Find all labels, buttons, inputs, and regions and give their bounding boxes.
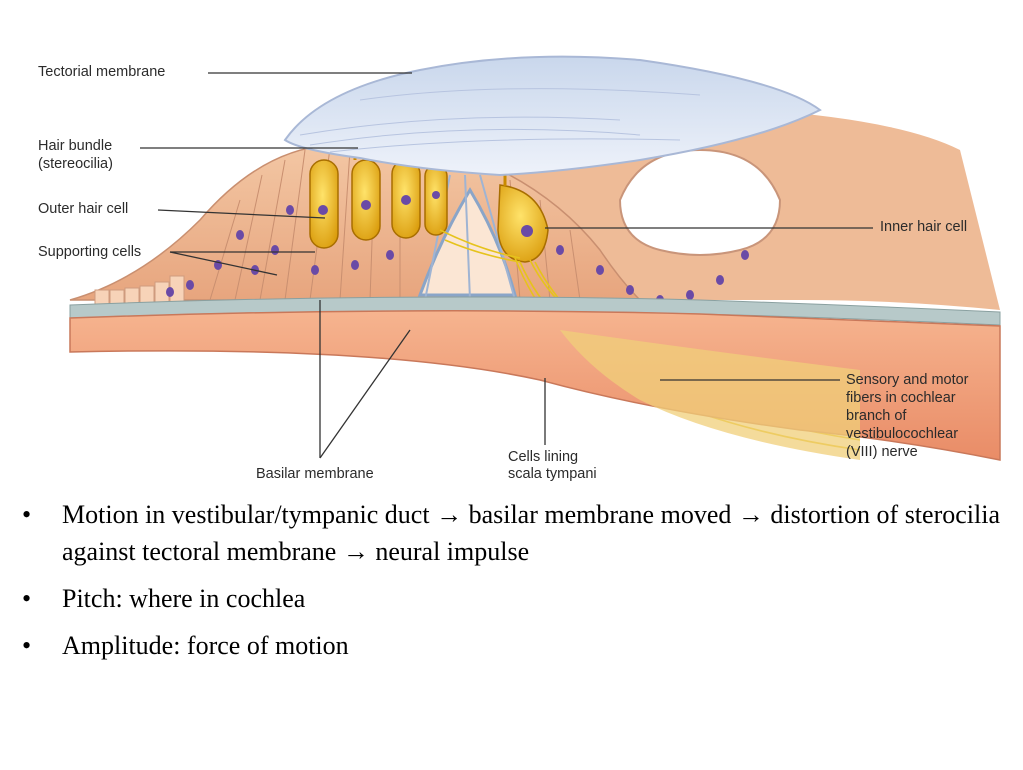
label-sensory-line-1: Sensory and motor bbox=[846, 372, 969, 388]
bullet-list: • Motion in vestibular/tympanic duct → b… bbox=[22, 496, 1012, 674]
arrow-icon: → bbox=[342, 537, 369, 566]
arrow-icon: → bbox=[737, 500, 764, 529]
label-outer-hair-cell: Outer hair cell bbox=[38, 201, 129, 217]
cochlea-figure: Tectorial membrane Hair bundle (stereoci… bbox=[38, 55, 1001, 482]
arrow-icon: → bbox=[436, 500, 463, 529]
label-sensory-line-5: (VIII) nerve bbox=[846, 444, 918, 460]
label-scala-tympani: scala tympani bbox=[508, 466, 597, 482]
label-hair-bundle: Hair bundle bbox=[38, 138, 113, 154]
tectorial-membrane bbox=[283, 55, 822, 177]
organ-of-corti-illustration bbox=[69, 55, 1001, 461]
bullet-item-pitch: • Pitch: where in cochlea bbox=[22, 580, 1012, 617]
label-sensory-line-4: vestibulocochlear bbox=[846, 426, 959, 442]
inner-hair-cell bbox=[497, 184, 549, 263]
label-sensory-line-2: fibers in cochlear bbox=[846, 390, 956, 406]
inner-sulcus bbox=[618, 148, 782, 256]
bullet-item-amplitude: • Amplitude: force of motion bbox=[22, 627, 1012, 664]
basal-cells-row bbox=[94, 275, 185, 305]
bullet-item-motion: • Motion in vestibular/tympanic duct → b… bbox=[22, 496, 1012, 570]
bullet-text-pitch: Pitch: where in cochlea bbox=[62, 584, 306, 613]
label-basilar-membrane: Basilar membrane bbox=[256, 466, 374, 482]
label-inner-hair-cell: Inner hair cell bbox=[880, 219, 968, 235]
label-tectorial-membrane: Tectorial membrane bbox=[38, 64, 166, 80]
bullet-marker: • bbox=[22, 631, 32, 660]
bullet-marker: • bbox=[22, 584, 32, 613]
bullet-marker: • bbox=[22, 500, 32, 529]
nerve-bundle bbox=[560, 330, 860, 460]
leader-lines bbox=[140, 72, 873, 459]
label-stereocilia: (stereocilia) bbox=[38, 156, 113, 172]
label-cells-lining: Cells lining bbox=[508, 449, 579, 465]
tectorial-fibers bbox=[299, 88, 701, 153]
label-supporting-cells: Supporting cells bbox=[38, 244, 142, 260]
bullet-text-amplitude: Amplitude: force of motion bbox=[62, 631, 349, 660]
label-sensory-line-3: branch of bbox=[846, 408, 907, 424]
bullet-text-motion: Motion in vestibular/tympanic duct → bas… bbox=[62, 500, 1000, 566]
